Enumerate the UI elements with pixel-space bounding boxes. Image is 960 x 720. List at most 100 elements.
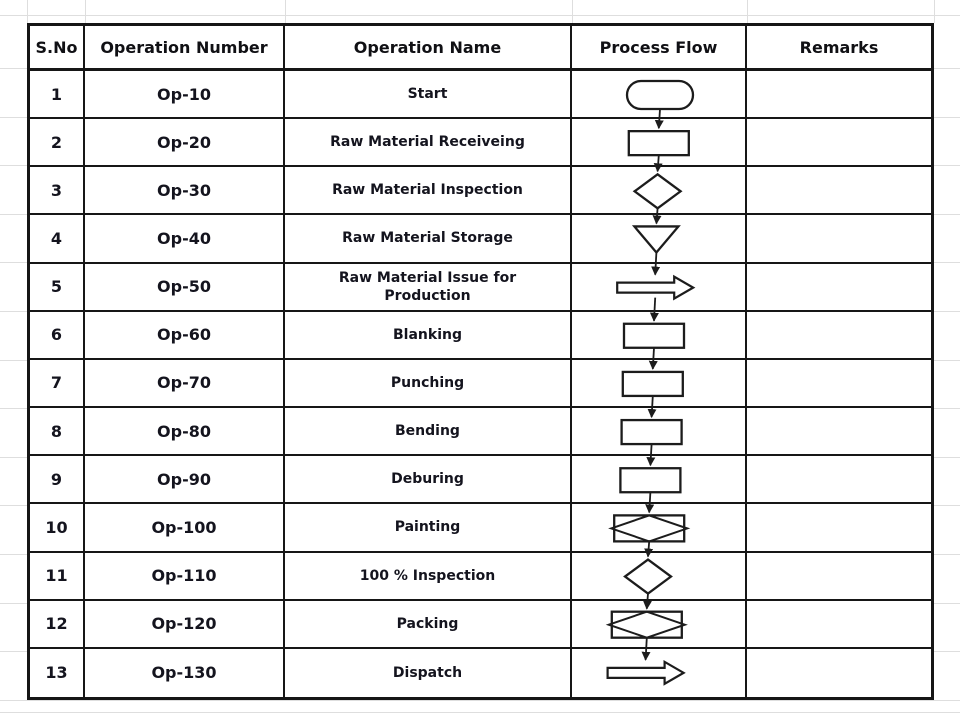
cell-op-number-label: Op-60 bbox=[157, 325, 211, 345]
cell-sno-label: 12 bbox=[45, 614, 68, 634]
spreadsheet-gridline bbox=[934, 0, 935, 23]
header-cell-process-flow-label: Process Flow bbox=[599, 37, 718, 57]
cell-op-name-label: Raw Material Storage bbox=[342, 230, 513, 247]
spreadsheet-gridline bbox=[285, 0, 286, 23]
cell-sno: 11 bbox=[30, 552, 85, 601]
spreadsheet-gridline bbox=[0, 712, 960, 713]
cell-op-name: Blanking bbox=[285, 311, 572, 360]
cell-op-number: Op-20 bbox=[85, 119, 285, 168]
cell-op-number: Op-40 bbox=[85, 215, 285, 264]
cell-remarks bbox=[747, 456, 931, 505]
cell-op-name: Dispatch bbox=[285, 648, 572, 697]
cell-op-number: Op-10 bbox=[85, 71, 285, 120]
cell-op-name: 100 % Inspection bbox=[285, 552, 572, 601]
cell-op-number-label: Op-10 bbox=[157, 84, 211, 104]
cell-sno-label: 7 bbox=[50, 373, 63, 393]
cell-remarks bbox=[747, 553, 931, 601]
cell-op-name-label: Painting bbox=[394, 519, 461, 536]
cell-op-number-label: Op-100 bbox=[151, 517, 217, 537]
header-cell-op-number: Operation Number bbox=[85, 26, 285, 71]
cell-process-flow bbox=[572, 552, 747, 601]
header-cell-op-name: Operation Name bbox=[285, 26, 572, 71]
cell-op-name: Punching bbox=[285, 359, 572, 409]
cell-sno: 1 bbox=[30, 71, 85, 120]
cell-remarks bbox=[747, 601, 931, 649]
cell-op-name: Raw Material Receiveing bbox=[285, 119, 572, 168]
cell-sno: 12 bbox=[30, 600, 85, 649]
cell-sno-label: 13 bbox=[45, 663, 68, 683]
cell-sno-label: 9 bbox=[50, 469, 63, 489]
process-flow-table: S.No Operation Number Operation Name Proces… bbox=[27, 23, 934, 700]
cell-op-number: Op-100 bbox=[85, 504, 285, 553]
header-cell-remarks: Remarks bbox=[747, 26, 931, 71]
cell-op-name-label: Bending bbox=[395, 423, 460, 440]
cell-op-number-label: Op-70 bbox=[157, 373, 211, 393]
cell-op-number-label: Op-130 bbox=[151, 663, 217, 683]
cell-op-name: Packing bbox=[285, 600, 572, 649]
spreadsheet-gridline bbox=[572, 0, 573, 23]
cell-sno-label: 2 bbox=[50, 132, 63, 152]
cell-op-name-label: Raw Material Inspection bbox=[332, 182, 523, 199]
cell-process-flow bbox=[572, 119, 747, 168]
header-cell-op-name-label: Operation Name bbox=[353, 37, 502, 57]
cell-op-name-label: Blanking bbox=[393, 326, 462, 343]
header-cell-remarks-label: Remarks bbox=[799, 37, 879, 57]
cell-op-number: Op-110 bbox=[85, 552, 285, 601]
cell-op-number-label: Op-80 bbox=[157, 421, 211, 441]
cell-remarks bbox=[747, 360, 931, 409]
cell-op-name-label: Raw Material Issue for Production bbox=[338, 269, 517, 304]
cell-sno: 6 bbox=[30, 311, 85, 360]
cell-remarks bbox=[747, 408, 931, 457]
header-cell-sno-label: S.No bbox=[35, 37, 78, 57]
cell-sno: 5 bbox=[30, 263, 85, 312]
cell-op-number-label: Op-120 bbox=[151, 614, 217, 634]
cell-process-flow bbox=[572, 215, 747, 264]
cell-sno-label: 3 bbox=[50, 180, 63, 200]
cell-op-number: Op-90 bbox=[85, 456, 285, 505]
cell-op-number: Op-30 bbox=[85, 167, 285, 216]
cell-process-flow bbox=[572, 408, 747, 457]
cell-op-name: Painting bbox=[285, 504, 572, 553]
cell-op-number: Op-60 bbox=[85, 311, 285, 360]
cell-sno: 3 bbox=[30, 167, 85, 216]
cell-op-name: Raw Material Storage bbox=[285, 215, 572, 264]
cell-op-name: Bending bbox=[285, 408, 572, 457]
spreadsheet-gridline bbox=[0, 15, 960, 16]
cell-sno: 2 bbox=[30, 119, 85, 168]
cell-process-flow bbox=[572, 504, 747, 553]
cell-op-number-label: Op-90 bbox=[157, 469, 211, 489]
cell-op-name: Raw Material Issue for Production bbox=[285, 263, 572, 312]
cell-sno: 13 bbox=[30, 648, 85, 697]
cell-op-number-label: Op-50 bbox=[157, 277, 211, 297]
cell-remarks bbox=[747, 215, 931, 264]
cell-op-number: Op-80 bbox=[85, 408, 285, 457]
cell-remarks bbox=[747, 119, 931, 168]
header-cell-op-number-label: Operation Number bbox=[100, 37, 268, 57]
cell-op-name-label: Punching bbox=[390, 374, 465, 391]
cell-op-number: Op-70 bbox=[85, 359, 285, 409]
cell-op-number-label: Op-110 bbox=[151, 566, 217, 586]
spreadsheet-gridline bbox=[85, 0, 86, 23]
cell-op-number-label: Op-30 bbox=[157, 180, 211, 200]
cell-process-flow bbox=[572, 456, 747, 505]
cell-op-name: Start bbox=[285, 71, 572, 120]
cell-sno: 7 bbox=[30, 359, 85, 409]
cell-op-name: Raw Material Inspection bbox=[285, 167, 572, 216]
cell-remarks bbox=[747, 504, 931, 553]
cell-sno-label: 8 bbox=[50, 421, 63, 441]
cell-op-number: Op-130 bbox=[85, 648, 285, 697]
header-cell-process-flow: Process Flow bbox=[572, 26, 747, 71]
cell-process-flow bbox=[572, 359, 747, 409]
spreadsheet-gridline bbox=[27, 0, 28, 23]
cell-op-number-label: Op-20 bbox=[157, 132, 211, 152]
cell-op-name-label: Start bbox=[407, 85, 448, 102]
cell-process-flow bbox=[572, 167, 747, 216]
cell-remarks bbox=[747, 649, 931, 697]
cell-sno-label: 4 bbox=[50, 229, 63, 249]
cell-remarks bbox=[747, 167, 931, 216]
cell-sno: 4 bbox=[30, 215, 85, 264]
spreadsheet-gridline bbox=[0, 700, 960, 701]
cell-op-name-label: 100 % Inspection bbox=[359, 567, 496, 584]
cell-sno: 9 bbox=[30, 456, 85, 505]
